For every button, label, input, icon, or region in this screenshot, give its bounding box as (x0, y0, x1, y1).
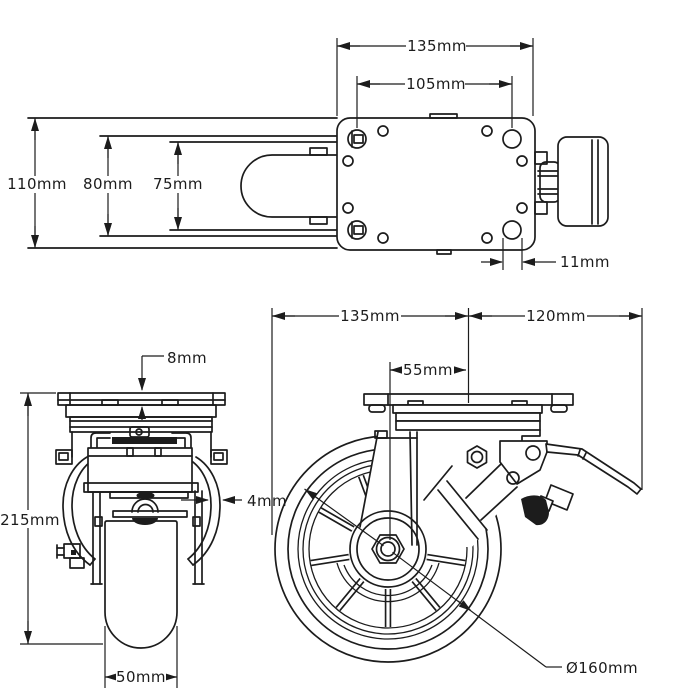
top-view-reference-rails (27, 117, 338, 249)
front-view-wheel (104, 520, 178, 649)
top-view-brake-pedal (534, 136, 609, 227)
dim-label-top-fork-width: 75mm (153, 175, 203, 193)
side-view-brake-assembly (465, 440, 642, 526)
front-view-fork-legs (90, 490, 205, 585)
top-view: 135mm 105mm 110mm 80mm 75mm 11mm (7, 37, 610, 271)
front-view-swivel-hardware (90, 426, 192, 450)
front-view-dimensions: 8mm 215mm 4mm 50mm (0, 349, 287, 688)
dim-label-overall-height: 215mm (0, 511, 60, 529)
side-view-axle (371, 534, 405, 564)
front-view-kingpin-bearing (109, 491, 189, 525)
dim-label-bracket-thickness: 4mm (247, 492, 287, 510)
dim-label-swivel-offset: 55mm (403, 361, 453, 379)
dim-label-brake-reach: 120mm (526, 307, 586, 325)
side-view: 135mm 120mm 55mm Ø160mm (271, 307, 643, 677)
dim-label-top-hole-rows: 80mm (83, 175, 133, 193)
side-view-fork (359, 430, 488, 546)
front-view-plate-stack (57, 392, 226, 458)
dim-label-wheel-diameter: Ø160mm (566, 659, 638, 677)
top-view-bolt-holes (342, 113, 528, 255)
dim-label-wheel-width: 50mm (116, 668, 166, 686)
dim-label-side-plate-length: 135mm (340, 307, 400, 325)
dim-label-top-hole-dia: 11mm (560, 253, 610, 271)
side-view-diameter-leader (304, 488, 562, 668)
dim-label-top-hole-spacing: 105mm (406, 75, 466, 93)
top-view-dimensions: 135mm 105mm 110mm 80mm 75mm 11mm (7, 37, 610, 271)
top-view-wheel-outline (240, 147, 338, 225)
dim-label-top-width: 135mm (407, 37, 467, 55)
front-view-brake-fittings (56, 543, 85, 569)
dim-label-plate-thickness: 8mm (167, 349, 207, 367)
side-view-dimensions: 135mm 120mm 55mm Ø160mm (271, 307, 643, 677)
front-view: 8mm 215mm 4mm 50mm (0, 349, 287, 688)
dim-label-top-depth: 110mm (7, 175, 67, 193)
front-view-fork-crown (55, 447, 228, 493)
